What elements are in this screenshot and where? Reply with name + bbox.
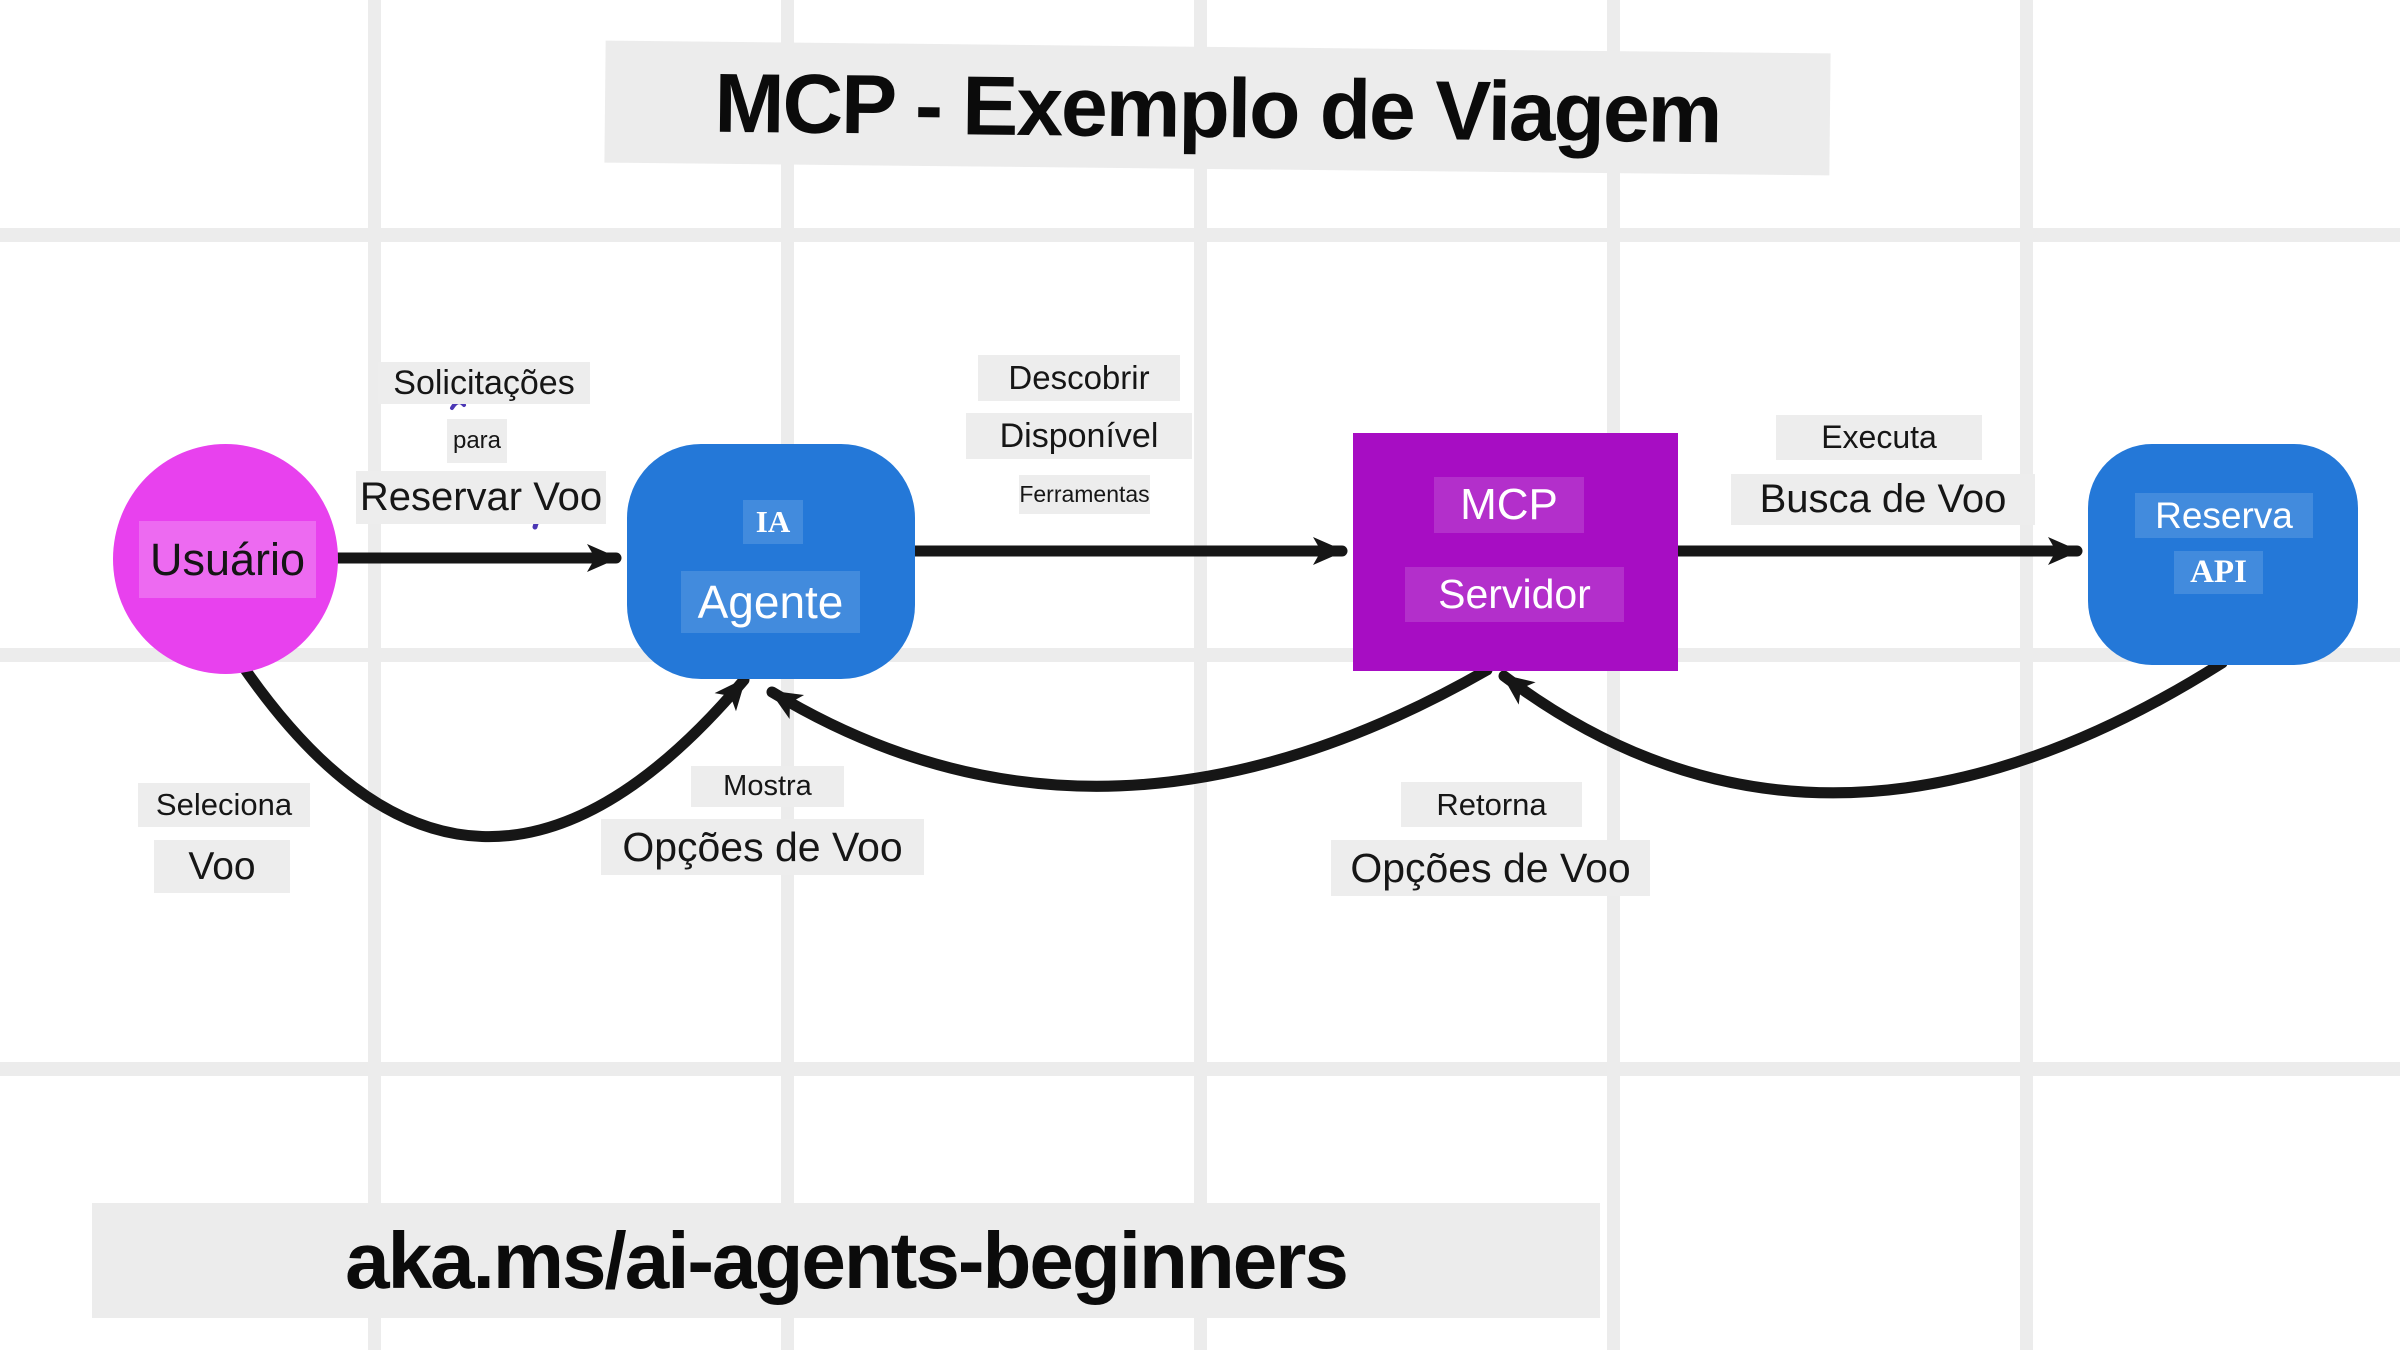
- edge-label-voo: Voo: [154, 840, 290, 893]
- edge-label-opcoes-de-voo-right: Opções de Voo: [1331, 840, 1650, 896]
- edge-label-retorna: Retorna: [1401, 782, 1582, 827]
- node-usuario: Usuário: [113, 444, 338, 674]
- grid-line-vertical: [368, 0, 381, 1350]
- arrow-retorna-mcp-to-agente: [766, 664, 1493, 792]
- edge-label-solicitacoes: Solicitações: [378, 362, 590, 404]
- footer-link: aka.ms/ai-agents-beginners: [92, 1203, 1600, 1318]
- grid-line-vertical: [2020, 0, 2033, 1350]
- edge-label-seleciona: Seleciona: [138, 783, 310, 827]
- edge-label-executa: Executa: [1776, 415, 1982, 460]
- edge-label-reservar-voo: Reservar Voo: [356, 471, 606, 524]
- edge-label-busca-de-voo: Busca de Voo: [1731, 474, 2035, 525]
- edge-label-disponivel: Disponível: [966, 413, 1192, 459]
- edge-label-mostra: Mostra: [691, 766, 844, 807]
- grid-line-vertical: [1194, 0, 1207, 1350]
- node-api-subtitle: Reserva: [2135, 493, 2313, 538]
- grid-line-vertical: [1607, 0, 1620, 1350]
- node-agente-subtitle: IA: [743, 500, 803, 544]
- node-mcp-subtitle: MCP: [1434, 477, 1584, 533]
- grid-line-horizontal: [0, 228, 2400, 242]
- node-mcp-title: Servidor: [1405, 567, 1624, 622]
- grid-line-horizontal: [0, 1062, 2400, 1076]
- node-agente-title: Agente: [681, 571, 860, 633]
- node-mcp-servidor: MCP Servidor: [1353, 433, 1678, 671]
- node-reserva-api: Reserva API: [2088, 444, 2358, 665]
- node-usuario-label: Usuário: [139, 521, 316, 598]
- grid-line-horizontal: [0, 648, 2400, 662]
- arrow-api-to-mcp: [1498, 657, 2228, 799]
- edge-label-opcoes-de-voo-left: Opções de Voo: [601, 819, 924, 875]
- arrow-seleciona-usuario-to-agente: [234, 656, 750, 843]
- edge-label-ferramentas: Ferramentas: [1019, 475, 1150, 514]
- edge-label-descobrir: Descobrir: [978, 355, 1180, 401]
- node-api-title: API: [2174, 551, 2263, 594]
- edge-label-para: para: [447, 419, 507, 463]
- node-agente: IA Agente: [627, 444, 915, 679]
